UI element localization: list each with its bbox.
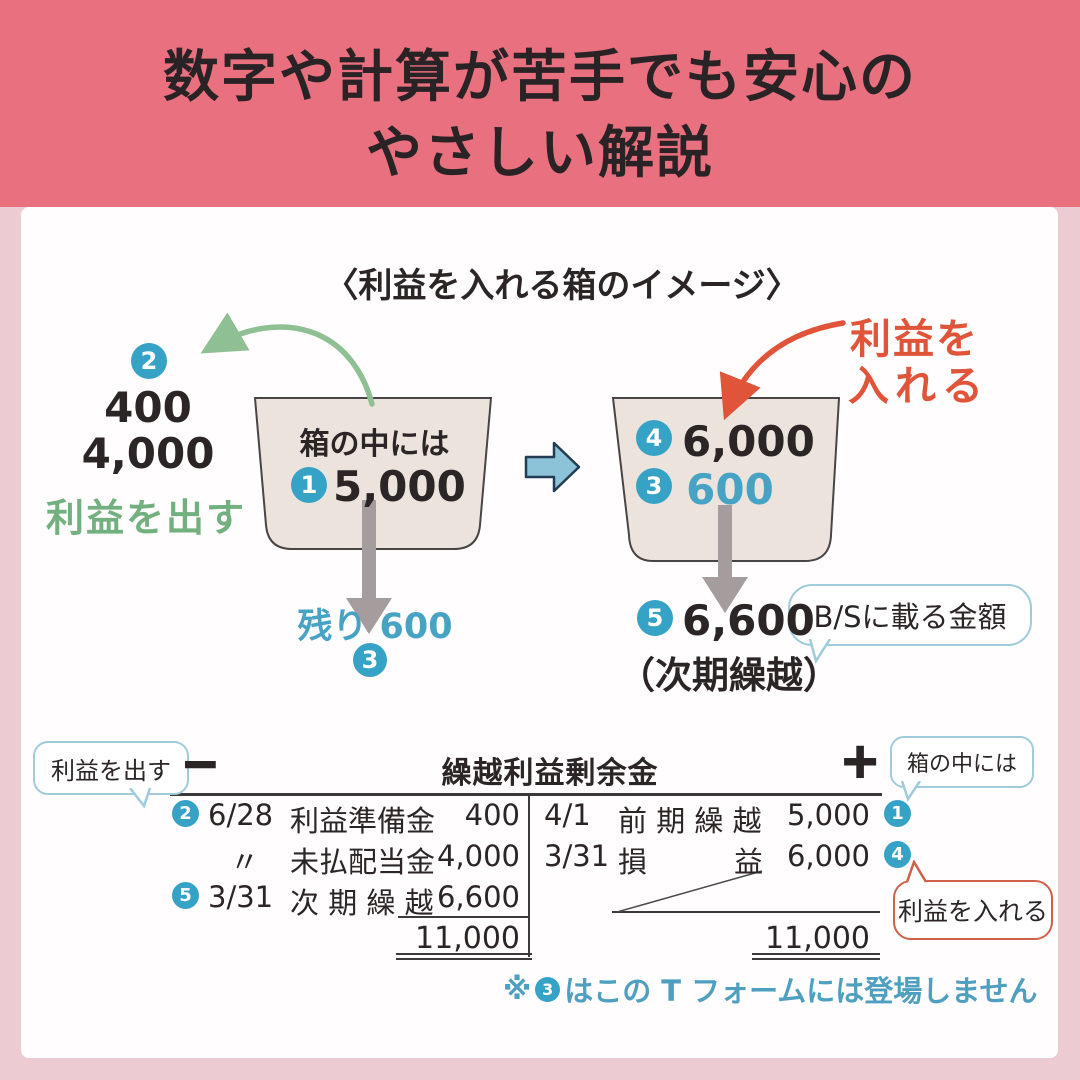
left-box [253, 397, 493, 550]
debit-row-amount: 400 [464, 798, 520, 832]
right-box-value-1: 6,000 [682, 417, 815, 466]
badge-5: 5 [637, 600, 673, 636]
credit-row-amount: 6,000 [786, 839, 870, 873]
profit-out-value-1: 400 [104, 383, 192, 432]
right-box-value-2: 600 [686, 465, 774, 514]
credit-row-desc: 損 益 [618, 845, 764, 879]
profit-in-label-line1: 利益を [850, 315, 979, 363]
debit-total: 11,000 [415, 921, 520, 956]
down-arrow-right [702, 505, 748, 613]
debit-row-date: 3/31 [208, 880, 274, 914]
badge-3: 3 [353, 643, 387, 677]
credit-row-date: 3/31 [544, 839, 610, 873]
badge-4: 4 [636, 420, 672, 456]
left-box-label: 箱の中には [299, 427, 450, 462]
debit-row-desc: 次 期 繰 越 [290, 886, 434, 920]
row-badge: 4 [884, 841, 911, 868]
debit-row-desc: 未払配当金 [290, 845, 436, 879]
left-box-value: 5,000 [333, 462, 466, 511]
carry-forward-caption: （次期繰越） [618, 654, 840, 697]
footnote-prefix: ※ [503, 972, 532, 1006]
footnote-badge-3: 3 [535, 976, 561, 1002]
profit-out-label: 利益を出す [46, 496, 247, 540]
profit-out-value-2: 4,000 [81, 429, 215, 478]
header-title-line1: 数字や計算が苦手でも安心の [163, 45, 917, 110]
debit-double-rule-2 [396, 958, 532, 960]
credit-row-amount: 5,000 [786, 798, 870, 832]
header-title-line2: やさしい解説 [366, 121, 714, 186]
header-banner: 数字や計算が苦手でも安心の やさしい解説 [0, 0, 1080, 207]
footnote-text: はこの T フォームには登場しません [564, 974, 1038, 1008]
footnote: ※ 3 はこの T フォームには登場しません [503, 968, 1037, 1010]
credit-total: 11,000 [765, 921, 870, 956]
profit-in-bubble: 利益を入れる [893, 880, 1053, 940]
debit-total-rule [398, 916, 530, 918]
credit-double-rule-2 [752, 958, 880, 960]
debit-row-amount: 4,000 [436, 839, 520, 873]
debit-row-date: 〃 [230, 845, 260, 879]
down-arrow-left [346, 500, 392, 634]
badge-1: 1 [291, 467, 327, 503]
taccount-top-rule [170, 793, 882, 796]
transition-arrow-icon [524, 441, 581, 493]
row-badge: 5 [172, 882, 199, 909]
debit-double-rule-1 [396, 953, 532, 955]
row-badge: 1 [884, 800, 911, 827]
credit-row-date: 4/1 [544, 798, 591, 832]
debit-row-amount: 6,600 [436, 880, 520, 914]
badge-2: 2 [131, 343, 167, 379]
credit-total-rule [612, 911, 880, 913]
diagram-title: 〈利益を入れる箱のイメージ〉 [324, 266, 800, 306]
credit-double-rule-1 [752, 953, 880, 955]
credit-side-bubble: 箱の中には [890, 736, 1034, 788]
badge-3-right: 3 [636, 468, 672, 504]
credit-row-desc: 前 期 繰 越 [618, 804, 762, 838]
taccount-divider [528, 793, 530, 957]
row-badge: 2 [172, 800, 199, 827]
bs-amount-bubble: B/Sに載る金額 [788, 584, 1032, 646]
profit-in-label-line2: 入れる [848, 362, 989, 410]
debit-side-bubble: 利益を出す [33, 741, 189, 795]
plus-sign: + [839, 732, 881, 790]
debit-row-date: 6/28 [208, 798, 274, 832]
debit-row-desc: 利益準備金 [290, 804, 436, 838]
account-title: 繰越利益剰余金 [441, 756, 659, 791]
minus-sign: − [180, 735, 221, 791]
remain-label: 残り 600 [297, 607, 453, 647]
carry-forward-value: 6,600 [682, 596, 815, 645]
